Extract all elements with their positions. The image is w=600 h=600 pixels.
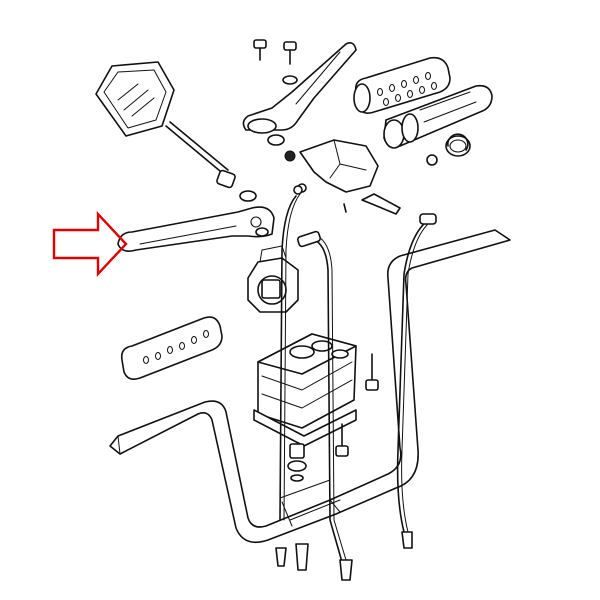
right-grip: [353, 56, 451, 114]
lower-fittings: [287, 423, 349, 571]
highlight-arrow-icon: [52, 210, 128, 278]
instrument-cluster: [253, 333, 379, 447]
right-switch-housing: [284, 139, 379, 193]
throttle-cable: [296, 230, 353, 581]
left-grip: [120, 316, 223, 380]
bolts: [253, 39, 438, 215]
snap-ring: [447, 133, 469, 151]
clutch-cable: [275, 185, 303, 567]
throttle-grip: [383, 84, 493, 157]
handlebar: [109, 229, 511, 544]
brake-lever: [242, 42, 357, 146]
clutch-lever: [117, 190, 275, 252]
mirror: [95, 61, 236, 189]
left-switch-housing: [247, 245, 299, 313]
speedometer-cable: [396, 213, 437, 549]
